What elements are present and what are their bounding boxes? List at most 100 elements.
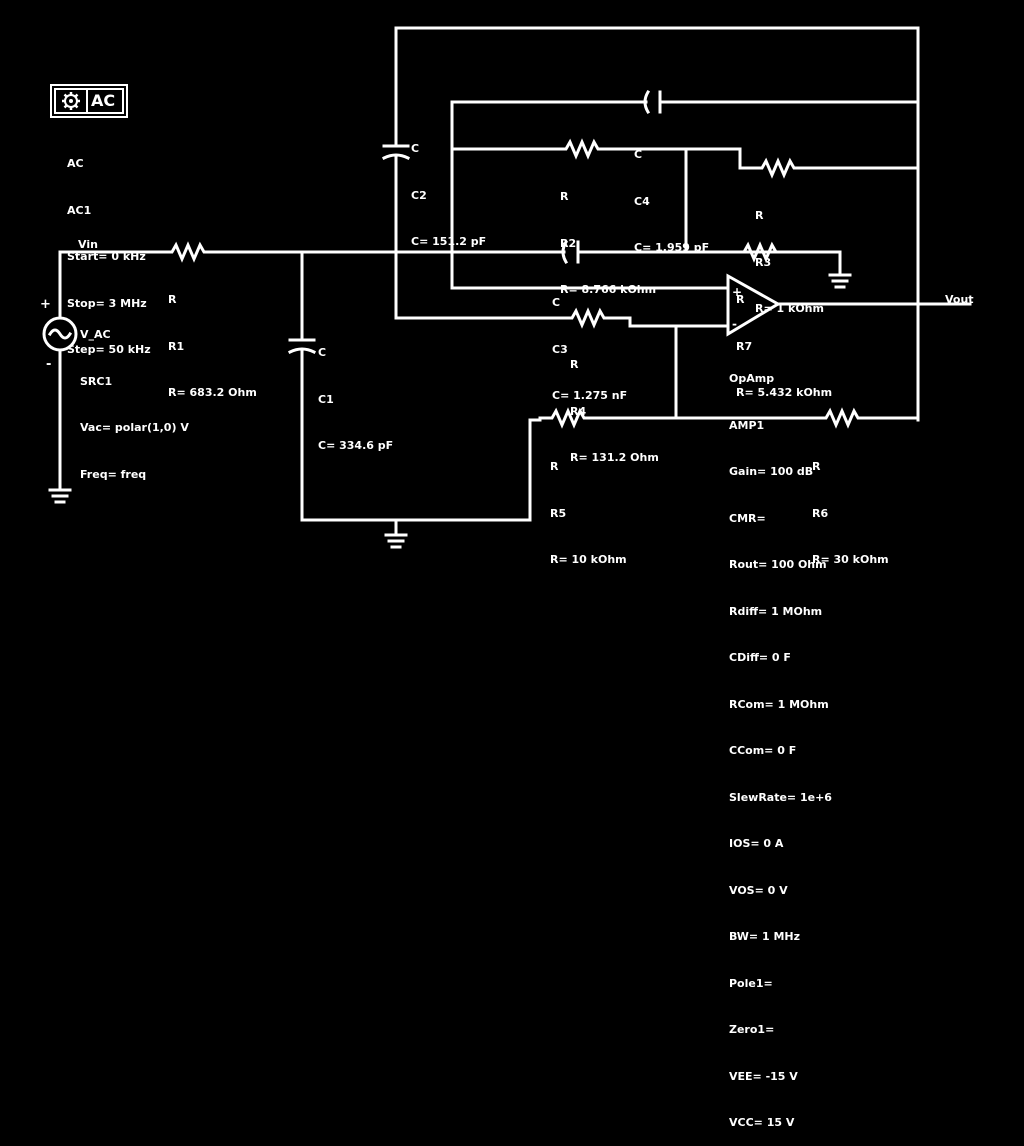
opamp-param-line: Zero1=: [729, 1023, 775, 1036]
opamp-param-line: IOS= 0 A: [729, 837, 784, 850]
source-params: V_AC SRC1 Vac= polar(1,0) V Freq= freq: [80, 296, 189, 498]
opamp-param-line: Pole1=: [729, 976, 773, 990]
opamp-param-line: CDiff= 0 F: [729, 651, 791, 664]
label-line: R= 30 kOhm: [812, 553, 889, 566]
label-line: R5: [550, 506, 567, 520]
ac-param-line: Start= 0 kHz: [67, 250, 146, 263]
opamp-param-line: BW= 1 MHz: [729, 930, 801, 943]
ac-icon-label: AC: [91, 91, 116, 110]
label-line: R= 683.2 Ohm: [168, 386, 257, 399]
opamp-plus-sign: +: [732, 285, 742, 299]
source-param-line: Freq= freq: [80, 467, 147, 481]
resistor-r3[interactable]: [754, 157, 812, 179]
ac-controller-inner-frame: [54, 88, 124, 114]
opamp-param-line: Rdiff= 1 MOhm: [729, 604, 823, 618]
opamp-param-line: AMP1: [729, 418, 765, 432]
gear-icon: [62, 92, 80, 110]
opamp-param-line: Rout= 100 Ohm: [729, 558, 827, 571]
net-label-vout: Vout: [945, 293, 974, 306]
resistor-r6[interactable]: [818, 407, 862, 429]
label-line: R: [812, 460, 821, 473]
label-line: C3: [552, 342, 568, 356]
opamp-minus-sign: -: [732, 317, 737, 331]
label-line: C2: [411, 188, 427, 202]
label-r5: R R5 R= 10 kOhm: [550, 428, 627, 583]
label-line: R3: [755, 255, 772, 269]
label-line: R: [736, 293, 745, 306]
label-r6: R R6 R= 30 kOhm: [812, 428, 889, 583]
label-c4: C C4 C= 1.959 pF: [634, 116, 709, 271]
label-line: R= 1 kOhm: [755, 302, 824, 315]
schematic-canvas: + - + -: [40, 26, 972, 549]
resistor-r2[interactable]: [546, 138, 622, 160]
opamp-param-line: OpAmp: [729, 372, 775, 385]
label-line: R= 8.766 kOhm: [560, 283, 657, 296]
label-line: R: [570, 358, 579, 371]
label-line: R6: [812, 506, 829, 520]
ac-simulation-controller[interactable]: AC: [50, 84, 128, 118]
capacitor-c2[interactable]: [381, 138, 411, 167]
source-param-line: Vac= polar(1,0) V: [80, 421, 189, 434]
label-line: C: [552, 296, 561, 309]
ground-source: [48, 488, 72, 504]
label-line: R= 5.432 kOhm: [736, 386, 833, 399]
label-line: C: [411, 142, 420, 155]
capacitor-c4[interactable]: [626, 89, 662, 115]
opamp-param-line: RCom= 1 MOhm: [729, 697, 829, 711]
label-line: R: [560, 190, 569, 203]
label-line: C4: [634, 194, 650, 208]
ac-param-line: Stop= 3 MHz: [67, 296, 147, 310]
label-line: C: [318, 346, 327, 359]
source-minus-sign: -: [46, 357, 51, 372]
ground-r7: [828, 273, 852, 289]
label-line: R: [755, 209, 764, 222]
ac-controller-divider: [86, 88, 88, 114]
resistor-r4[interactable]: [558, 307, 632, 329]
wires: [58, 26, 972, 537]
label-c2: C C2 C= 151.2 pF: [411, 110, 486, 265]
label-line: C= 1.275 nF: [552, 389, 628, 402]
capacitor-c1[interactable]: [287, 320, 317, 364]
ac-source-symbol[interactable]: [42, 308, 78, 360]
ac-controller-frame: [50, 84, 128, 118]
label-line: R7: [736, 339, 753, 353]
label-line: C= 334.6 pF: [318, 439, 394, 452]
label-r3: R R3 R= 1 kOhm: [755, 177, 824, 332]
resistor-r5[interactable]: [538, 407, 597, 429]
capacitor-c3[interactable]: [553, 239, 580, 265]
source-plus-sign: +: [40, 297, 51, 312]
label-r4: R R4 R= 131.2 Ohm: [570, 326, 659, 481]
opamp-param-line: SlewRate= 1e+6: [729, 790, 832, 804]
opamp-param-line: CCom= 0 F: [729, 744, 797, 757]
label-r7: R R7 R= 5.432 kOhm: [736, 261, 832, 416]
label-c1: C C1 C= 334.6 pF: [318, 314, 393, 469]
ac-param-line: AC1: [67, 203, 92, 217]
net-label-vin: Vin: [78, 238, 98, 251]
ac-param-line: AC: [67, 157, 84, 170]
ac-param-line: Step= 50 kHz: [67, 343, 151, 356]
ground-c1: [384, 533, 408, 549]
label-line: R2: [560, 236, 577, 250]
opamp-param-line: Gain= 100 dB: [729, 465, 814, 478]
label-line: R: [168, 293, 177, 306]
label-line: C1: [318, 392, 334, 406]
source-param-line: SRC1: [80, 374, 113, 388]
label-c3: C C3 C= 1.275 nF: [552, 264, 627, 419]
opamp-param-line: VEE= -15 V: [729, 1069, 798, 1083]
opamp-symbol[interactable]: + -: [726, 273, 781, 337]
opamp-params: OpAmp AMP1 Gain= 100 dB CMR= Rout= 100 O…: [729, 340, 832, 1146]
label-line: R= 131.2 Ohm: [570, 451, 659, 464]
opamp-param-line: VOS= 0 V: [729, 883, 788, 897]
source-param-line: V_AC: [80, 328, 111, 341]
resistor-r7[interactable]: [736, 241, 782, 263]
label-line: R1: [168, 339, 185, 353]
label-r1: R R1 R= 683.2 Ohm: [168, 261, 257, 416]
opamp-param-line: VCC= 15 V: [729, 1116, 795, 1129]
resistor-r1[interactable]: [158, 241, 212, 263]
opamp-param-line: CMR=: [729, 511, 766, 525]
label-line: C: [634, 148, 643, 161]
label-r2: R R2 R= 8.766 kOhm: [560, 158, 656, 313]
label-line: R: [550, 460, 559, 473]
label-line: R= 10 kOhm: [550, 553, 627, 566]
ac-controller-params: AC AC1 Start= 0 kHz Stop= 3 MHz Step= 50…: [67, 125, 151, 373]
